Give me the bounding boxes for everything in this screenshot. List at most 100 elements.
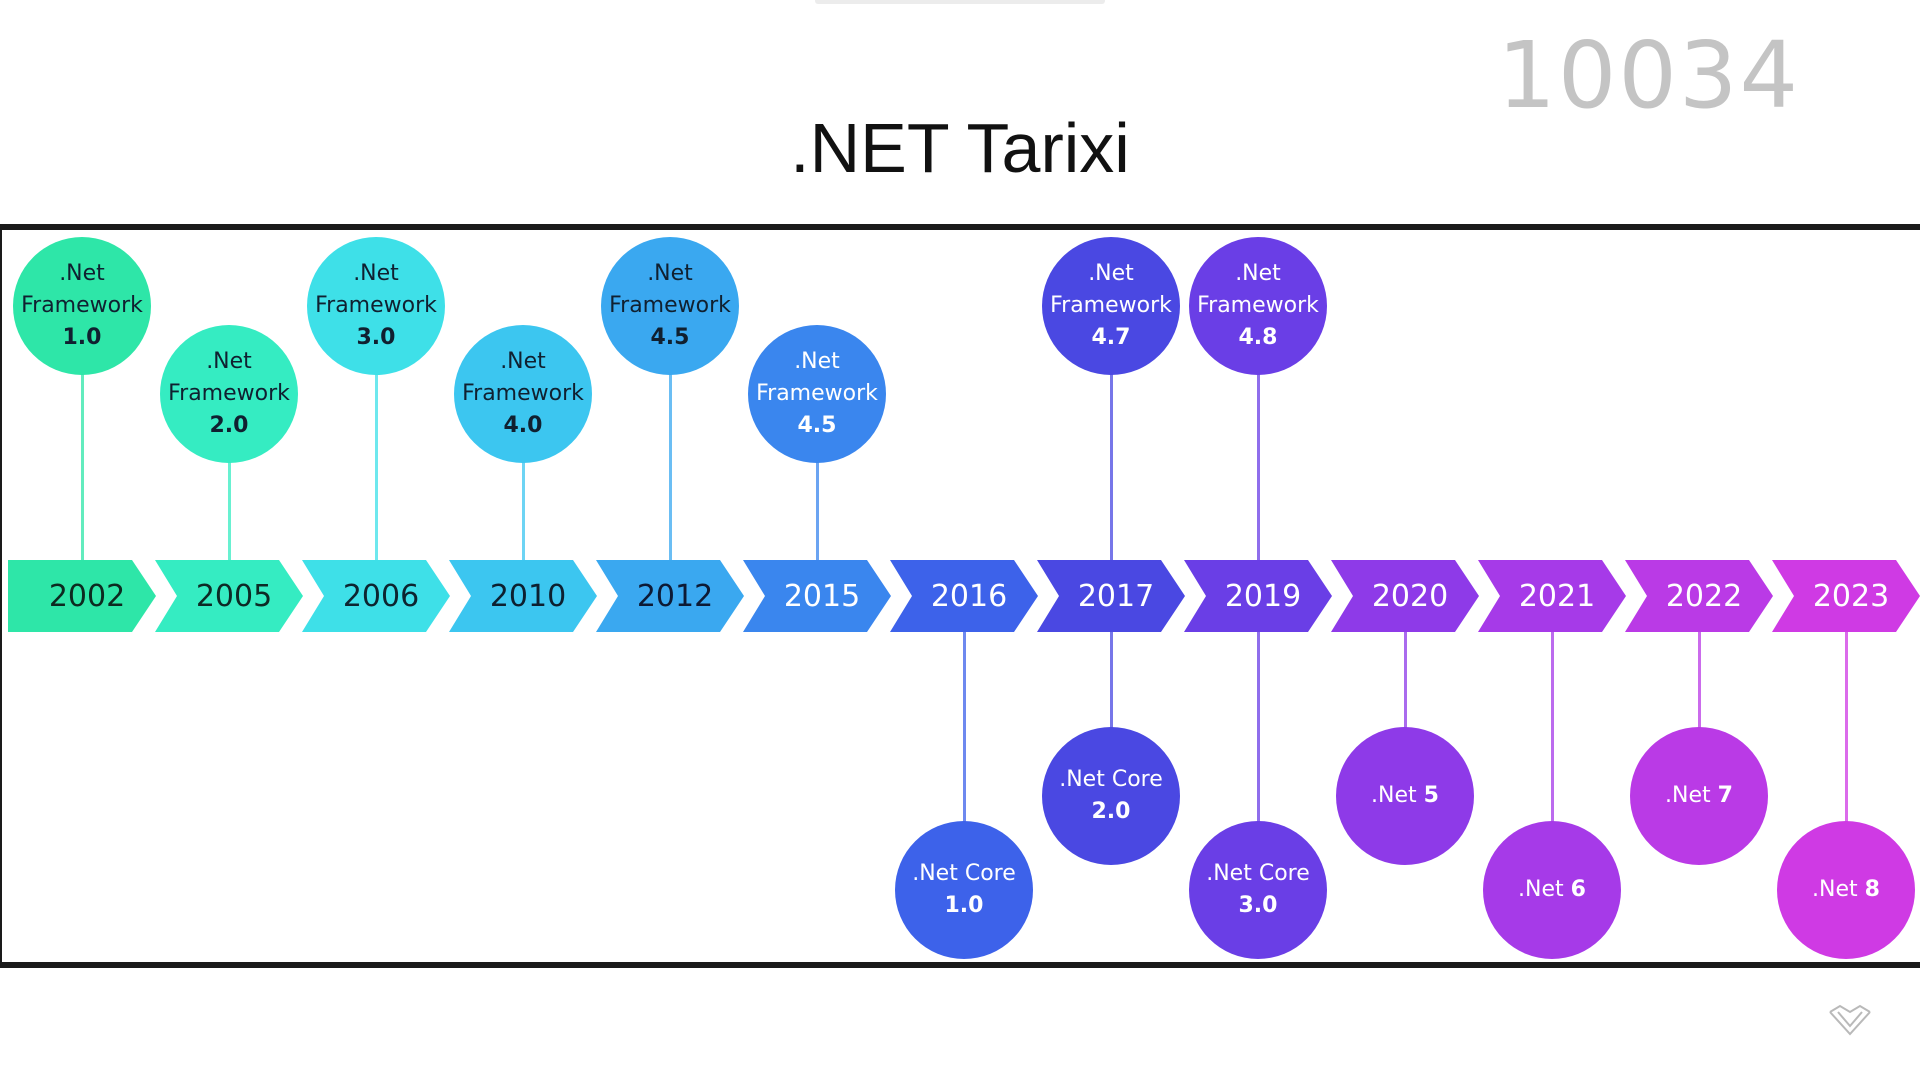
release-label: .Net 5 [1371, 780, 1439, 812]
release-name-line1: .Net [1088, 261, 1134, 286]
year-marker-2022: 2022 [1625, 560, 1773, 632]
release-name-line1: .Net [794, 349, 840, 374]
year-marker-2012: 2012 [596, 560, 744, 632]
hexagon-logo-icon [1829, 1004, 1871, 1036]
release-version: 1.0 [944, 893, 984, 918]
release-name-line1: .Net [206, 349, 252, 374]
connector-line-bottom [1256, 630, 1260, 890]
slide-counter: 10034 [1497, 22, 1800, 129]
connector-line-top [374, 306, 378, 562]
year-label: 2017 [1077, 578, 1155, 614]
connector-line-bottom [1403, 630, 1407, 796]
release-name-line1: .Net [59, 261, 105, 286]
year-label: 2019 [1224, 578, 1302, 614]
release-name: .Net [1812, 877, 1858, 902]
release-name-line2: Framework [315, 293, 437, 318]
connector-line-bottom [1109, 630, 1113, 796]
release-name-line2: Framework [756, 381, 878, 406]
year-marker-2019: 2019 [1184, 560, 1332, 632]
year-label: 2023 [1812, 578, 1890, 614]
release-version: 2.0 [209, 413, 249, 438]
connector-line-top [521, 394, 525, 562]
page-title: .NET Tarixi [790, 109, 1130, 187]
release-version: 1.0 [62, 325, 102, 350]
release-version: 8 [1864, 877, 1880, 902]
connector-line-bottom [1844, 630, 1848, 890]
year-label: 2010 [489, 578, 567, 614]
year-label: 2006 [342, 578, 420, 614]
release-name-line1: .Net [647, 261, 693, 286]
connector-line-bottom [1550, 630, 1554, 890]
year-marker-2015: 2015 [743, 560, 891, 632]
release-name-line2: Framework [168, 381, 290, 406]
year-label: 2002 [48, 578, 126, 614]
year-label: 2012 [636, 578, 714, 614]
release-bubble-core: .Net 5 [1336, 727, 1474, 865]
connector-line-top [1109, 306, 1113, 562]
release-name: .Net [1518, 877, 1564, 902]
release-bubble-core: .Net 8 [1777, 821, 1915, 959]
year-label: 2015 [783, 578, 861, 614]
release-name-line2: Framework [1050, 293, 1172, 318]
year-marker-2002: 2002 [8, 560, 156, 632]
release-version: 3.0 [1238, 893, 1278, 918]
timeline-frame [0, 224, 1920, 968]
year-marker-2016: 2016 [890, 560, 1038, 632]
release-version: 4.8 [1238, 325, 1278, 350]
release-name: .Net Core [1206, 861, 1310, 886]
release-name-line2: Framework [1197, 293, 1319, 318]
release-bubble-core: .Net Core 3.0 [1189, 821, 1327, 959]
release-bubble-core: .Net 7 [1630, 727, 1768, 865]
release-label: .Net 8 [1812, 874, 1880, 906]
year-marker-2020: 2020 [1331, 560, 1479, 632]
release-label: .Net 7 [1665, 780, 1733, 812]
connector-line-bottom [1697, 630, 1701, 796]
release-name-line2: Framework [462, 381, 584, 406]
release-name-line2: Framework [21, 293, 143, 318]
release-version: 7 [1717, 783, 1733, 808]
release-name-line1: .Net [1235, 261, 1281, 286]
release-version: 4.7 [1091, 325, 1131, 350]
year-label: 2020 [1371, 578, 1449, 614]
connector-line-top [227, 394, 231, 562]
release-bubble-core: .Net 6 [1483, 821, 1621, 959]
release-version: 6 [1570, 877, 1586, 902]
release-name: .Net [1371, 783, 1417, 808]
connector-line-top [80, 306, 84, 562]
release-bubble-core: .Net Core 2.0 [1042, 727, 1180, 865]
year-marker-2010: 2010 [449, 560, 597, 632]
year-marker-2023: 2023 [1772, 560, 1920, 632]
connector-line-top [815, 394, 819, 562]
year-marker-2006: 2006 [302, 560, 450, 632]
release-version: 4.0 [503, 413, 543, 438]
release-name: .Net [1665, 783, 1711, 808]
release-version: 3.0 [356, 325, 396, 350]
release-version: 4.5 [797, 413, 837, 438]
release-version: 4.5 [650, 325, 690, 350]
release-name: .Net Core [1059, 767, 1163, 792]
year-label: 2016 [930, 578, 1008, 614]
release-name-line1: .Net [500, 349, 546, 374]
connector-line-top [1256, 306, 1260, 562]
release-version: 2.0 [1091, 799, 1131, 824]
top-bar-sliver [815, 0, 1105, 4]
year-marker-2005: 2005 [155, 560, 303, 632]
year-label: 2022 [1665, 578, 1743, 614]
connector-line-bottom [962, 630, 966, 890]
release-name-line1: .Net [353, 261, 399, 286]
release-label: .Net 6 [1518, 874, 1586, 906]
release-version: 5 [1423, 783, 1439, 808]
connector-line-top [668, 306, 672, 562]
year-label: 2005 [195, 578, 273, 614]
year-label: 2021 [1518, 578, 1596, 614]
year-marker-2017: 2017 [1037, 560, 1185, 632]
